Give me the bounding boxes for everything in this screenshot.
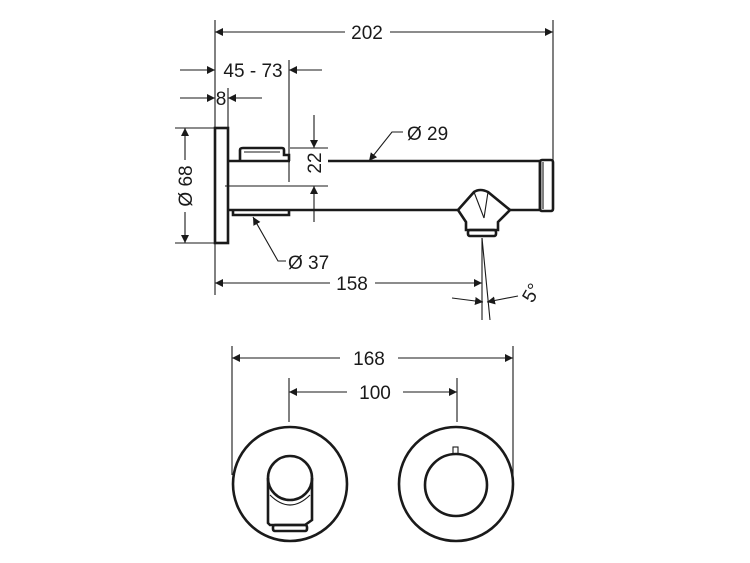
label-d37: Ø 37 [288,253,329,274]
label-5deg: 5° [519,280,546,306]
label-8: 8 [216,89,227,110]
dimension-wall-depth: 45 - 73 [180,60,322,182]
control-rosette-front [397,425,515,543]
label-22: 22 [305,152,326,173]
spout [228,146,555,238]
label-d29: Ø 29 [407,124,448,145]
dimension-plate-thickness: 8 [180,88,262,128]
label-d68: Ø 68 [176,165,197,206]
dimension-center-distance: 100 [288,378,458,422]
spout-rosette-front [231,425,349,543]
dimension-plate-diameter: Ø 68 [175,127,215,244]
label-168: 168 [353,349,385,370]
dimension-overall-length: 202 [214,20,554,160]
label-158: 158 [336,274,368,295]
dimension-height-offset: 22 [225,115,328,222]
label-202: 202 [351,23,383,44]
label-45-73: 45 - 73 [223,61,282,82]
dimension-overall-width: 168 [231,346,514,475]
dimension-outlet-angle: 5° [451,237,546,321]
label-100: 100 [359,383,391,404]
leader-collar-diameter: Ø 37 [252,216,329,274]
leader-spout-diameter: Ø 29 [368,124,448,162]
dimension-outlet-distance: 158 [214,243,482,295]
